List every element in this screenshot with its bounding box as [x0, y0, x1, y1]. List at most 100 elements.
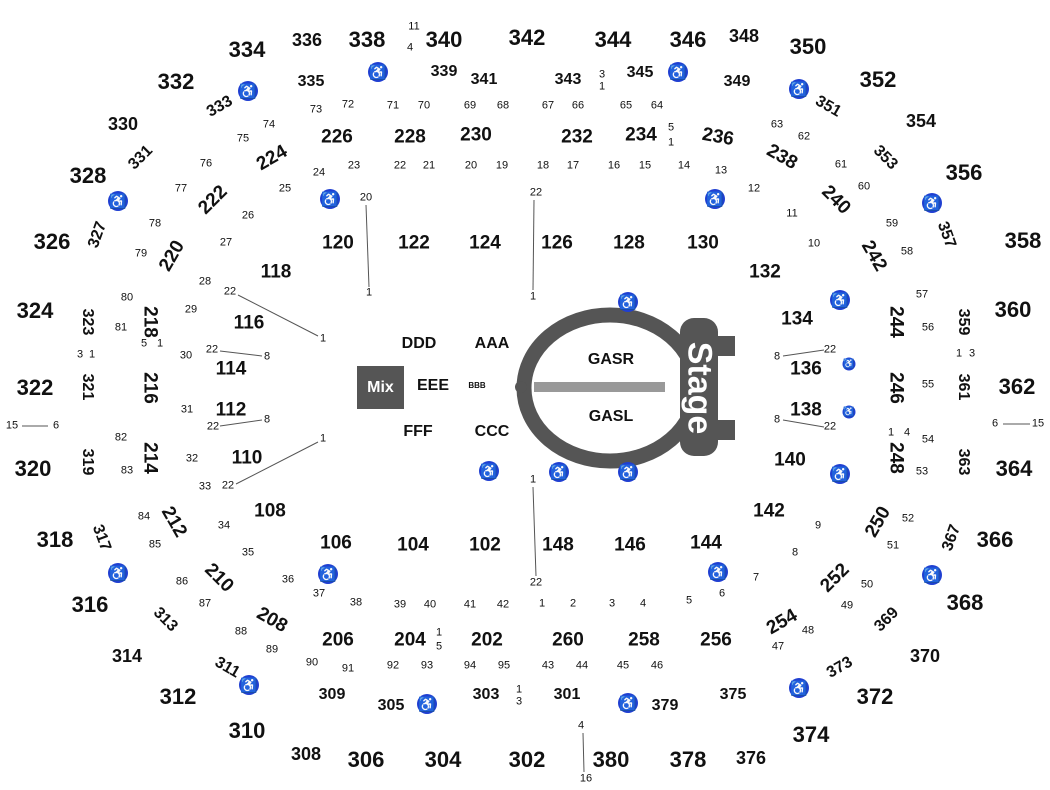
section-260[interactable]: 260 — [552, 629, 584, 651]
section-246[interactable]: 246 — [885, 372, 907, 404]
section-112[interactable]: 112 — [215, 399, 247, 421]
section-344[interactable]: 344 — [594, 27, 632, 52]
section-376[interactable]: 376 — [735, 748, 767, 768]
section-256[interactable]: 256 — [700, 629, 732, 651]
floor-section-AAA[interactable]: AAA — [474, 335, 510, 352]
section-363[interactable]: 363 — [955, 448, 972, 476]
section-142[interactable]: 142 — [753, 500, 785, 522]
section-116[interactable]: 116 — [233, 312, 265, 334]
floor-section-BBB[interactable]: BBB — [468, 381, 486, 390]
section-360[interactable]: 360 — [994, 297, 1032, 322]
section-106[interactable]: 106 — [320, 532, 352, 554]
section-339[interactable]: 339 — [430, 63, 458, 80]
section-334[interactable]: 334 — [228, 37, 266, 62]
section-228[interactable]: 228 — [394, 126, 426, 148]
section-305[interactable]: 305 — [377, 697, 405, 714]
section-335[interactable]: 335 — [297, 73, 325, 90]
section-236[interactable]: 236 — [700, 123, 736, 151]
section-343[interactable]: 343 — [554, 71, 582, 88]
section-132[interactable]: 132 — [749, 261, 781, 283]
section-374[interactable]: 374 — [792, 722, 830, 747]
section-136[interactable]: 136 — [790, 358, 822, 380]
section-234[interactable]: 234 — [625, 124, 657, 146]
section-372[interactable]: 372 — [856, 684, 894, 709]
section-309[interactable]: 309 — [318, 686, 346, 703]
section-114[interactable]: 114 — [215, 358, 247, 380]
section-378[interactable]: 378 — [669, 747, 707, 772]
floor-section-CCC[interactable]: CCC — [474, 423, 510, 440]
section-326[interactable]: 326 — [33, 229, 71, 254]
section-375[interactable]: 375 — [719, 686, 747, 703]
section-340[interactable]: 340 — [425, 27, 463, 52]
section-108[interactable]: 108 — [254, 500, 286, 522]
section-118[interactable]: 118 — [260, 261, 292, 283]
section-130[interactable]: 130 — [687, 232, 719, 254]
floor-section-EEE[interactable]: EEE — [416, 377, 450, 394]
section-359[interactable]: 359 — [955, 308, 972, 336]
section-134[interactable]: 134 — [781, 308, 813, 330]
section-342[interactable]: 342 — [508, 25, 546, 50]
section-328[interactable]: 328 — [69, 163, 107, 188]
section-306[interactable]: 306 — [347, 747, 385, 772]
section-244[interactable]: 244 — [885, 306, 907, 338]
section-258[interactable]: 258 — [628, 629, 660, 651]
section-gasr[interactable]: GASR — [587, 351, 635, 368]
section-214[interactable]: 214 — [139, 442, 161, 474]
section-350[interactable]: 350 — [789, 34, 827, 59]
section-226[interactable]: 226 — [321, 126, 353, 148]
section-218[interactable]: 218 — [139, 306, 161, 338]
section-202[interactable]: 202 — [471, 629, 503, 651]
section-302[interactable]: 302 — [508, 747, 546, 772]
section-366[interactable]: 366 — [976, 527, 1014, 552]
section-316[interactable]: 316 — [71, 592, 109, 617]
section-303[interactable]: 303 — [472, 686, 500, 703]
section-370[interactable]: 370 — [909, 646, 941, 666]
section-345[interactable]: 345 — [626, 64, 654, 81]
section-301[interactable]: 301 — [553, 686, 581, 703]
section-120[interactable]: 120 — [322, 232, 354, 254]
section-110[interactable]: 110 — [231, 447, 263, 469]
section-352[interactable]: 352 — [859, 67, 897, 92]
section-248[interactable]: 248 — [885, 442, 907, 474]
section-122[interactable]: 122 — [398, 232, 430, 254]
section-346[interactable]: 346 — [669, 27, 707, 52]
section-140[interactable]: 140 — [774, 449, 806, 471]
section-380[interactable]: 380 — [592, 747, 630, 772]
section-102[interactable]: 102 — [469, 534, 501, 556]
section-332[interactable]: 332 — [157, 69, 195, 94]
section-126[interactable]: 126 — [541, 232, 573, 254]
section-322[interactable]: 322 — [16, 375, 54, 400]
section-356[interactable]: 356 — [945, 160, 983, 185]
section-124[interactable]: 124 — [469, 232, 501, 254]
section-358[interactable]: 358 — [1004, 228, 1042, 253]
section-364[interactable]: 364 — [995, 456, 1033, 481]
section-128[interactable]: 128 — [613, 232, 645, 254]
section-230[interactable]: 230 — [460, 124, 492, 146]
section-138[interactable]: 138 — [790, 399, 822, 421]
section-320[interactable]: 320 — [14, 456, 52, 481]
section-144[interactable]: 144 — [690, 532, 722, 554]
section-319[interactable]: 319 — [79, 448, 96, 476]
section-304[interactable]: 304 — [424, 747, 462, 772]
section-330[interactable]: 330 — [107, 114, 139, 134]
section-104[interactable]: 104 — [397, 534, 429, 556]
section-348[interactable]: 348 — [728, 26, 760, 46]
section-321[interactable]: 321 — [79, 373, 96, 401]
section-338[interactable]: 338 — [348, 27, 386, 52]
section-341[interactable]: 341 — [470, 71, 498, 88]
section-354[interactable]: 354 — [905, 111, 937, 131]
section-312[interactable]: 312 — [159, 684, 197, 709]
floor-section-DDD[interactable]: DDD — [401, 335, 437, 352]
section-308[interactable]: 308 — [290, 744, 322, 764]
section-349[interactable]: 349 — [723, 73, 751, 90]
section-379[interactable]: 379 — [651, 697, 679, 714]
section-148[interactable]: 148 — [542, 534, 574, 556]
section-361[interactable]: 361 — [955, 373, 972, 401]
section-232[interactable]: 232 — [561, 126, 593, 148]
section-336[interactable]: 336 — [291, 30, 323, 50]
section-310[interactable]: 310 — [228, 718, 266, 743]
section-368[interactable]: 368 — [946, 590, 984, 615]
section-216[interactable]: 216 — [139, 372, 161, 404]
section-362[interactable]: 362 — [998, 374, 1036, 399]
section-146[interactable]: 146 — [614, 534, 646, 556]
